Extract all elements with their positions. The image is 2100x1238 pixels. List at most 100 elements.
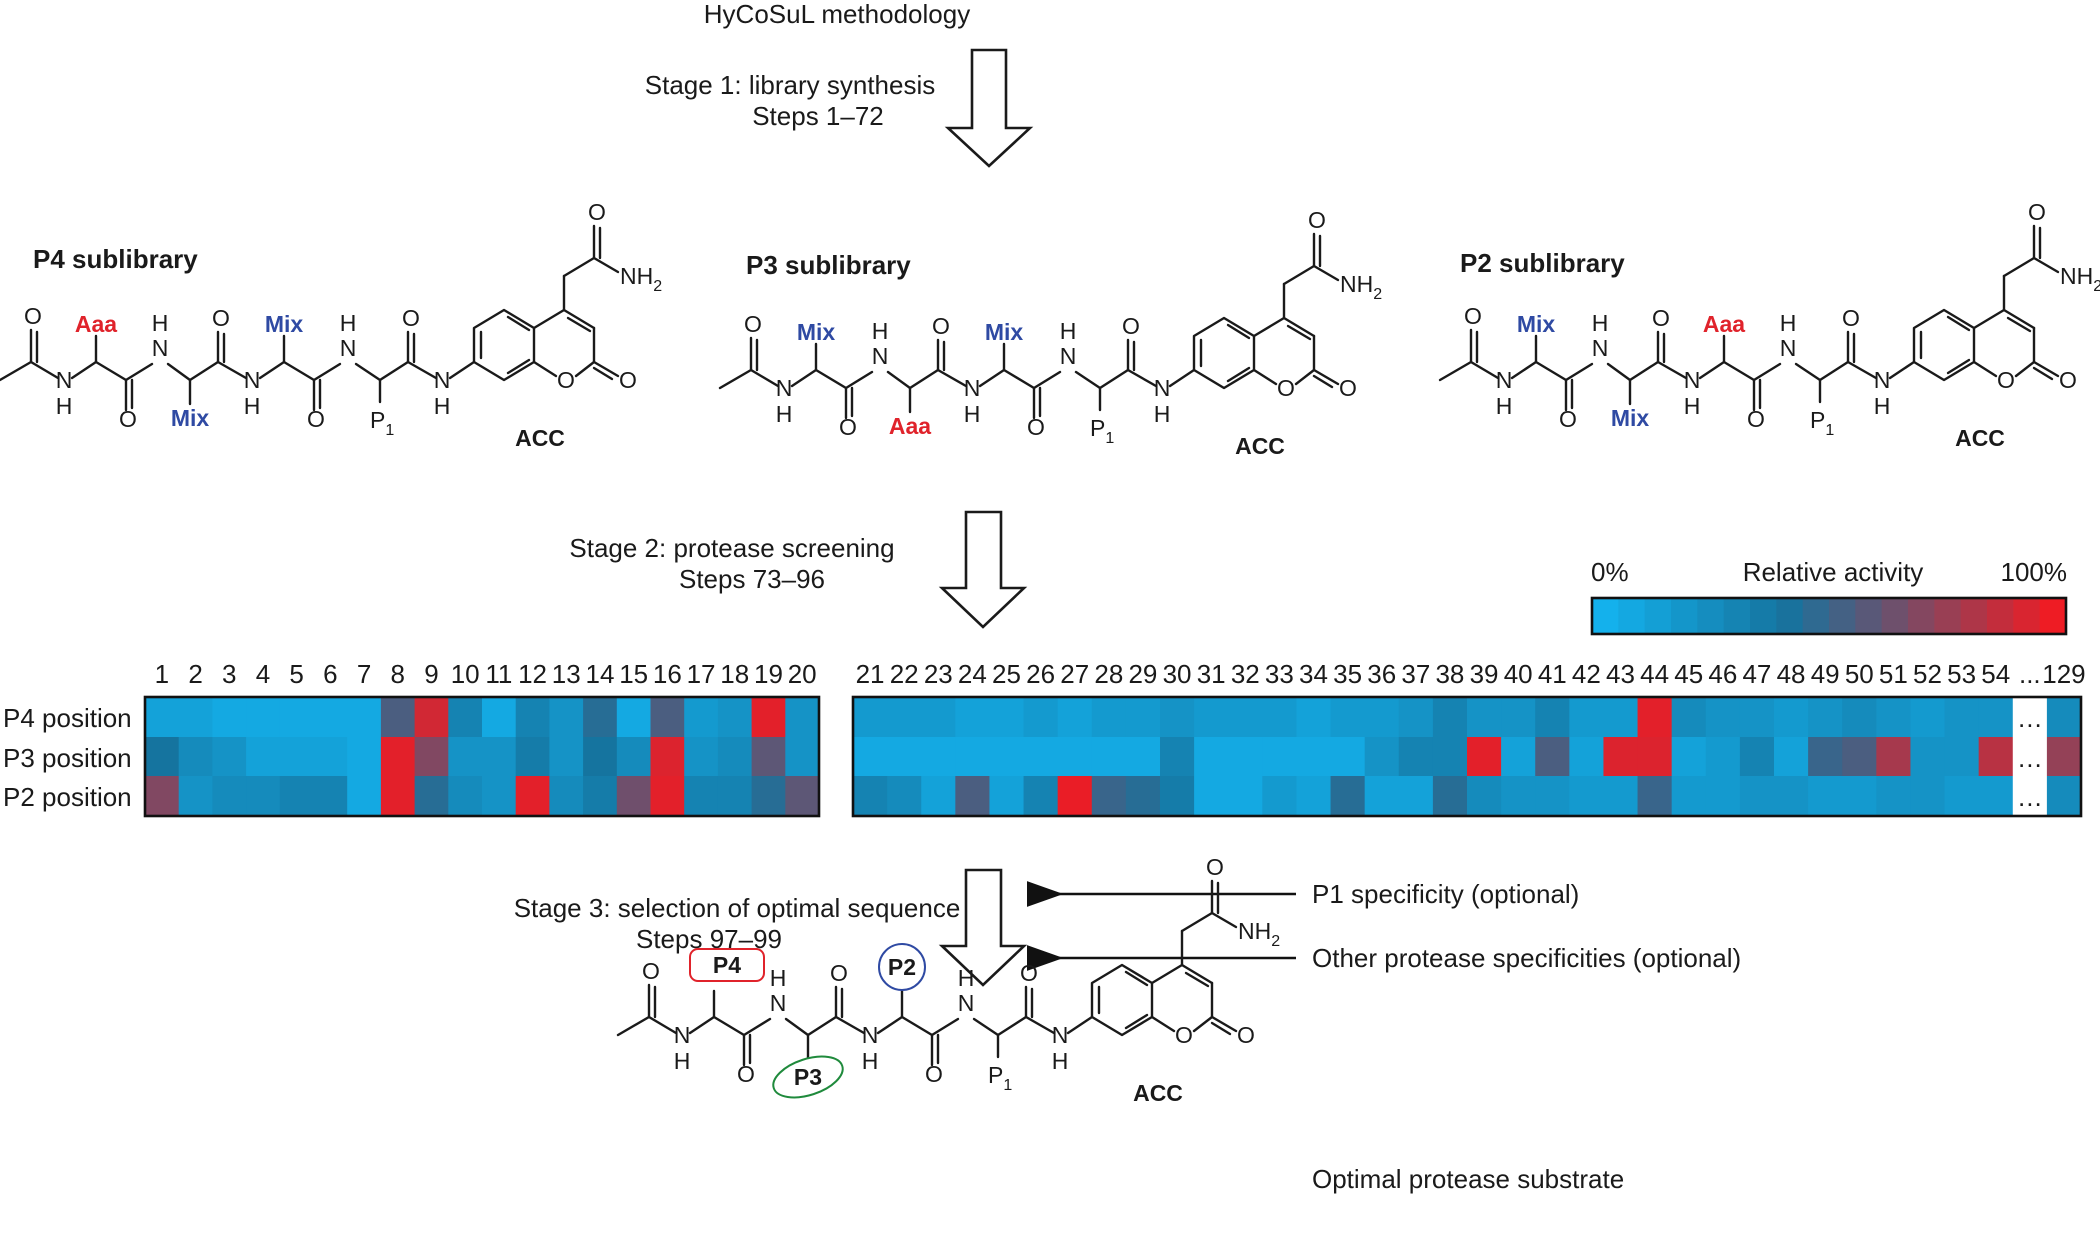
hydrogen-label: H	[1592, 310, 1609, 336]
heatmap-cell	[313, 776, 348, 816]
heatmap-cell	[2046, 697, 2082, 737]
oxygen-label: O	[619, 367, 637, 393]
heatmap-cell	[1296, 776, 1332, 816]
oxygen-label: O	[1842, 305, 1860, 331]
heatmap-column-label: 36	[1367, 659, 1396, 689]
heatmap-column-label: 46	[1708, 659, 1737, 689]
bond	[1312, 368, 1340, 386]
heatmap-column-label: 34	[1299, 659, 1328, 689]
oxygen-label: O	[307, 406, 325, 432]
amide-nh2-label: NH2	[2060, 263, 2100, 295]
figure-title: HyCoSuL methodology	[704, 0, 970, 29]
heatmap-cell	[1501, 776, 1536, 816]
hydrogen-label: H	[964, 401, 981, 427]
heatmap-cell	[448, 776, 483, 816]
legend-swatch	[1829, 598, 1856, 634]
bond	[2006, 316, 2032, 333]
bond	[978, 368, 1006, 388]
oxygen-label: O	[212, 305, 230, 331]
bond	[1972, 308, 2006, 330]
heatmap-cell	[1228, 737, 1263, 776]
heatmap-cell	[1637, 776, 1673, 816]
heatmap-cell	[1364, 737, 1400, 776]
bond	[1534, 360, 1568, 382]
heatmap-cell	[1535, 737, 1570, 776]
heatmap-cell	[448, 697, 483, 737]
heatmap-column-label: 51	[1879, 659, 1908, 689]
bond	[1312, 264, 1340, 282]
oxygen-label: O	[1308, 207, 1326, 233]
legend-swatch	[1697, 598, 1725, 634]
nitrogen-label: N	[1154, 375, 1171, 401]
residue-p4-label: Mix	[797, 319, 836, 345]
heatmap-cell	[178, 776, 213, 816]
hydrogen-label: H	[244, 393, 261, 419]
heatmap-column-label: 15	[619, 659, 648, 689]
heatmap-cell	[482, 737, 517, 776]
bond	[1124, 1013, 1149, 1030]
oxygen-label: O	[1464, 303, 1482, 329]
bond	[562, 308, 596, 330]
nitrogen-label: N	[770, 990, 787, 1016]
heatmap-cell	[1057, 697, 1093, 737]
heatmap-cell	[1398, 697, 1434, 737]
heatmap-cell	[347, 737, 382, 776]
bond	[806, 1015, 838, 1037]
oxygen-label: O	[1747, 406, 1765, 432]
heatmap-cell	[616, 776, 652, 816]
p3-tag-label: P3	[794, 1064, 822, 1090]
heatmap-column-label: 14	[585, 659, 614, 689]
hydrogen-label: H	[862, 1048, 879, 1074]
heatmap-column-label: 3	[222, 659, 236, 689]
heatmap-cell	[785, 697, 820, 737]
heatmap-column-label: 5	[289, 659, 303, 689]
legend-swatch	[1908, 598, 1935, 634]
bond	[1888, 360, 1916, 380]
heatmap-column-label: 40	[1504, 659, 1533, 689]
heatmap-column-label: 38	[1435, 659, 1464, 689]
heatmap-cell	[380, 697, 416, 737]
stage2-arrow-icon	[938, 510, 1028, 629]
heatmap-cell	[2046, 737, 2082, 776]
heatmap-column-label: 129	[2042, 659, 2085, 689]
bond	[1469, 360, 1500, 380]
oxygen-label: O	[839, 414, 857, 440]
heatmap-row-label: P4 position	[3, 703, 132, 733]
p2-tag-circle	[878, 943, 926, 991]
heatmap-cell	[1978, 737, 2014, 776]
heatmap-cell	[1194, 737, 1229, 776]
bond	[712, 1015, 746, 1037]
bond	[936, 368, 968, 388]
heatmap-cell	[1739, 697, 1775, 737]
heatmap-column-label: 16	[653, 659, 682, 689]
heatmap-cell	[178, 737, 213, 776]
heatmap-cell	[1023, 697, 1059, 737]
heatmap-cell	[1705, 776, 1741, 816]
heatmap-cell	[1432, 776, 1468, 816]
heatmap-cell	[1501, 697, 1536, 737]
heatmap-cell	[1125, 776, 1161, 816]
heatmap-column-label: 37	[1401, 659, 1430, 689]
heatmap-column-label: 25	[992, 659, 1021, 689]
hydrogen-label: H	[1684, 393, 1701, 419]
heatmap-cell	[583, 737, 618, 776]
bond	[1002, 368, 1036, 390]
heatmap-cell	[751, 737, 786, 776]
heatmap-cell	[1774, 697, 1809, 737]
nitrogen-label: N	[964, 375, 981, 401]
heatmap-cell	[246, 737, 281, 776]
amide-nh2-label: NH2	[1340, 271, 1382, 303]
oxygen-label: O	[925, 1061, 943, 1087]
bond	[2014, 360, 2036, 378]
nitrogen-label: N	[1874, 367, 1891, 393]
heatmap-cell	[1603, 776, 1639, 816]
nitrogen-label: N	[434, 367, 451, 393]
nitrogen-label: N	[340, 335, 357, 361]
bond	[2032, 256, 2060, 274]
heatmap-cell	[1330, 697, 1366, 737]
bond	[790, 368, 818, 388]
p1-label: P1	[1090, 415, 1114, 447]
bond	[886, 370, 912, 390]
heatmap-cell	[989, 697, 1025, 737]
